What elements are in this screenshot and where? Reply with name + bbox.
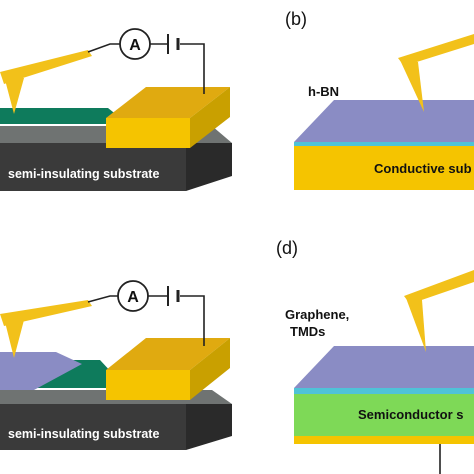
panel-b: (b) h-BN Conductive sub: [285, 9, 474, 190]
panel-letter: (b): [285, 9, 307, 29]
panel-c: semi-insulating substrate A: [0, 280, 232, 450]
circuit-wire: [87, 295, 118, 303]
circuit-wire: [87, 43, 120, 53]
material-label: h-BN: [308, 84, 339, 99]
2d-flake: [0, 352, 82, 390]
2d-layer: [294, 346, 474, 388]
substrate-label: Semiconductor s: [358, 407, 463, 422]
ammeter-label: A: [127, 289, 139, 306]
electrode-top: [106, 338, 230, 370]
substrate-front: [0, 404, 186, 450]
electrode-side: [190, 87, 230, 148]
substrate-label: semi-insulating substrate: [8, 427, 159, 441]
layer-edge: [294, 388, 474, 394]
electrode-side: [190, 338, 230, 400]
semiconductor-substrate: [294, 394, 474, 436]
circuit-wire: [180, 43, 205, 94]
afm-tip: [400, 60, 424, 112]
cantilever: [0, 50, 92, 84]
material-label-line1: Graphene,: [285, 307, 349, 322]
electrode-front: [106, 118, 190, 148]
cantilever: [398, 34, 474, 66]
afm-tip: [4, 76, 24, 114]
ammeter-label: A: [129, 37, 141, 54]
ammeter: [119, 28, 151, 60]
substrate-label: Conductive sub: [374, 161, 472, 176]
circuit-wire: [180, 295, 205, 346]
electrode-top: [106, 87, 230, 118]
back-contact: [294, 436, 474, 444]
hbn-layer: [294, 100, 474, 142]
substrate-side: [186, 143, 232, 191]
green-film: [0, 108, 128, 124]
panel-a: semi-insulating substrate A: [0, 28, 232, 191]
cantilever: [0, 300, 92, 326]
substrate-label: semi-insulating substrate: [8, 167, 159, 181]
conductive-substrate: [294, 146, 474, 190]
substrate-front: [0, 143, 186, 191]
material-label-line2: TMDs: [290, 324, 325, 339]
afm-tip: [4, 318, 24, 358]
panel-d: (d) Graphene, TMDs Semiconductor s: [276, 238, 474, 474]
substrate-side: [186, 404, 232, 450]
hbn-edge: [294, 142, 474, 146]
ammeter: [117, 280, 149, 312]
afm-tip: [406, 298, 426, 352]
cantilever: [404, 270, 474, 304]
panel-letter: (d): [276, 238, 298, 258]
electrode-front: [106, 370, 190, 400]
